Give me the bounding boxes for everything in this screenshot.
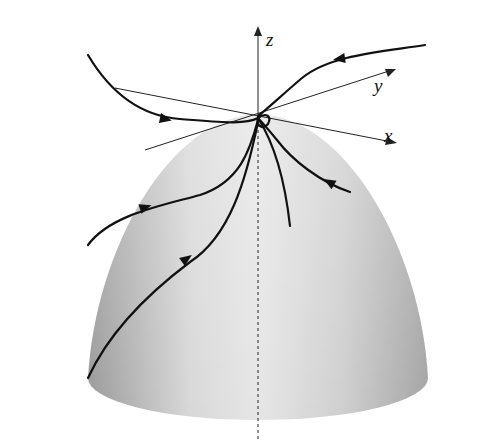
axis-label: x [384,126,392,145]
axis-label: y [374,76,382,95]
paraboloid-surface [88,114,428,420]
dashed-axis [258,118,259,440]
surface-highlight [88,114,428,420]
trajectories [88,45,425,378]
axis-arrowheads [254,26,397,145]
trajectory-arrowheads [138,53,345,266]
axis-label: z [266,30,273,49]
